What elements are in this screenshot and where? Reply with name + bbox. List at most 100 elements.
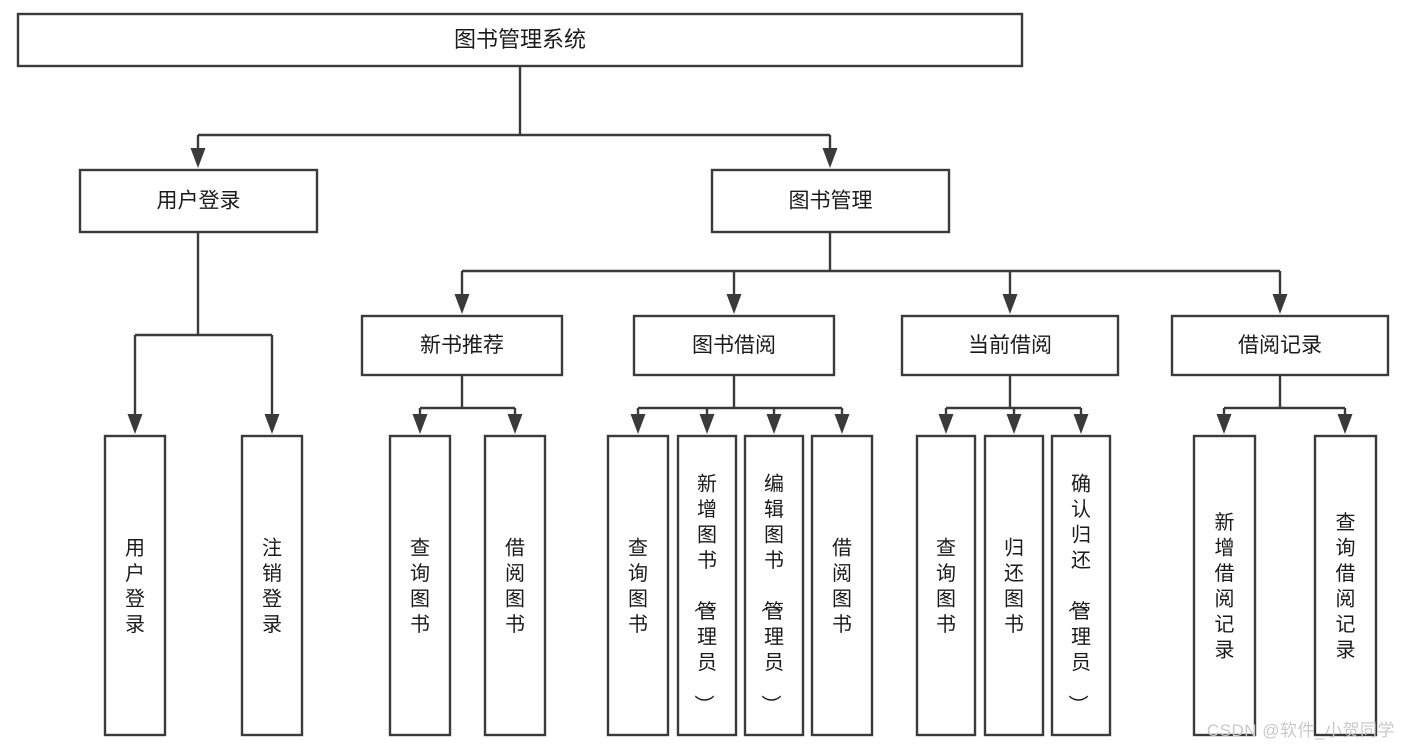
arrow-head-icon (1272, 294, 1288, 314)
leaf-add-book-box[interactable] (676, 434, 738, 737)
leaf-query-borrow-record-node[interactable]: 查询借阅记录 (1313, 434, 1378, 737)
leaf-confirm-return-node[interactable]: 确认归还（管理员） (1050, 434, 1112, 737)
leaf-query-borrow-record-label: 查询借阅记录 (1336, 511, 1356, 662)
leaf-query-book-borrow-node[interactable]: 查询图书 (606, 434, 670, 737)
leaf-query-borrow-record-box[interactable] (1313, 434, 1378, 737)
leaf-return-book-label: 归还图书 (1004, 536, 1024, 636)
arrow-head-icon (190, 148, 206, 168)
leaf-query-book-recommend-box[interactable] (388, 434, 452, 737)
leaf-return-book-box[interactable] (983, 434, 1045, 737)
leaf-query-book-current-node[interactable]: 查询图书 (915, 434, 977, 737)
arrow-head-icon (1073, 414, 1089, 434)
arrow-new-book-recommend-leaf-0 (412, 408, 428, 434)
borrow-record-label: 借阅记录 (1238, 334, 1322, 357)
arrow-borrow-record-leaf-1 (1337, 408, 1353, 434)
leaf-user-login-label: 用户登录 (125, 537, 145, 636)
arrow-head-icon (630, 414, 646, 434)
leaf-query-book-current-box[interactable] (915, 434, 977, 737)
connector-group-borrow-record (1216, 375, 1353, 434)
new-book-recommend-node[interactable]: 新书推荐 (360, 314, 564, 377)
arrow-head-icon (1006, 414, 1022, 434)
leaf-logout-node[interactable]: 注销登录 (240, 434, 304, 737)
leaf-borrow-book-recommend-label: 借阅图书 (505, 536, 525, 636)
arrow-root-child-1 (822, 135, 838, 168)
new-book-recommend-label: 新书推荐 (420, 334, 504, 357)
connector-group-book-borrow (630, 375, 850, 434)
arrow-head-icon (726, 294, 742, 314)
arrow-head-icon (1337, 414, 1353, 434)
arrow-new-book-recommend-leaf-1 (507, 408, 523, 434)
arrow-head-icon (1002, 294, 1018, 314)
borrow-record-node[interactable]: 借阅记录 (1170, 314, 1390, 377)
connector-group-current-borrow (938, 375, 1089, 434)
leaf-add-borrow-record-box[interactable] (1192, 434, 1257, 737)
leaf-add-borrow-record-node[interactable]: 新增借阅记录 (1192, 434, 1257, 737)
arrow-head-icon (412, 414, 428, 434)
connector-root-to-level2 (190, 66, 838, 168)
leaf-borrow-book-box[interactable] (810, 434, 874, 737)
arrow-user-login-leaf-0 (127, 335, 143, 434)
arrow-head-icon (507, 414, 523, 434)
book-management-label: 图书管理 (789, 190, 873, 213)
leaf-edit-book-box[interactable] (743, 434, 805, 737)
leaf-query-book-recommend-node[interactable]: 查询图书 (388, 434, 452, 737)
leaf-query-book-recommend-label: 查询图书 (410, 536, 430, 636)
leaf-query-book-borrow-box[interactable] (606, 434, 670, 737)
arrow-borrow-record-leaf-0 (1216, 408, 1232, 434)
arrow-head-icon (822, 148, 838, 168)
arrow-bookmgmt-child-1 (726, 271, 742, 314)
connector-group-user-login (127, 232, 280, 434)
arrow-head-icon (699, 414, 715, 434)
arrow-head-icon (127, 414, 143, 434)
leaf-edit-book-node[interactable]: 编辑图书（管理员） (743, 434, 805, 737)
leaf-add-book-label: 新增图书（管理员） (692, 473, 717, 715)
connector-bookmanagement-to-level3 (454, 232, 1288, 314)
leaf-add-book-node[interactable]: 新增图书（管理员） (676, 434, 738, 737)
borrow-record-box[interactable] (1170, 314, 1390, 377)
root-node[interactable]: 图书管理系统 (16, 12, 1024, 68)
book-management-box[interactable] (710, 168, 951, 234)
leaf-borrow-book-node[interactable]: 借阅图书 (810, 434, 874, 737)
leaf-query-book-current-label: 查询图书 (936, 536, 956, 636)
leaf-query-book-borrow-label: 查询图书 (628, 536, 648, 636)
connector-group-new-book-recommend (412, 375, 523, 434)
current-borrow-box[interactable] (900, 314, 1120, 377)
leaf-borrow-book-recommend-node[interactable]: 借阅图书 (483, 434, 547, 737)
arrow-root-child-0 (190, 135, 206, 168)
arrow-head-icon (834, 414, 850, 434)
leaf-borrow-book-recommend-box[interactable] (483, 434, 547, 737)
arrow-current-borrow-leaf-1 (1006, 408, 1022, 434)
arrow-head-icon (938, 414, 954, 434)
arrow-head-icon (454, 294, 470, 314)
leaf-edit-book-label: 编辑图书（管理员） (759, 473, 784, 715)
arrow-book-borrow-leaf-3 (834, 408, 850, 434)
book-borrow-box[interactable] (632, 314, 836, 377)
current-borrow-node[interactable]: 当前借阅 (900, 314, 1120, 377)
leaf-confirm-return-label: 确认归还（管理员） (1066, 473, 1091, 715)
leaf-confirm-return-box[interactable] (1050, 434, 1112, 737)
new-book-recommend-box[interactable] (360, 314, 564, 377)
root-box[interactable] (16, 12, 1024, 68)
arrow-current-borrow-leaf-0 (938, 408, 954, 434)
leaf-return-book-node[interactable]: 归还图书 (983, 434, 1045, 737)
arrow-book-borrow-leaf-0 (630, 408, 646, 434)
arrow-bookmgmt-child-2 (1002, 271, 1018, 314)
leaf-user-login-box[interactable] (103, 434, 167, 737)
user-login-node[interactable]: 用户登录 (78, 168, 319, 234)
root-label: 图书管理系统 (454, 27, 586, 52)
arrow-head-icon (766, 414, 782, 434)
leaf-user-login-node[interactable]: 用户登录 (103, 434, 167, 737)
leaf-add-borrow-record-label: 新增借阅记录 (1215, 511, 1235, 662)
book-management-node[interactable]: 图书管理 (710, 168, 951, 234)
arrow-head-icon (1216, 414, 1232, 434)
book-borrow-node[interactable]: 图书借阅 (632, 314, 836, 377)
current-borrow-label: 当前借阅 (968, 334, 1052, 357)
leaf-logout-box[interactable] (240, 434, 304, 737)
user-login-box[interactable] (78, 168, 319, 234)
arrow-bookmgmt-child-3 (1272, 271, 1288, 314)
book-borrow-label: 图书借阅 (692, 334, 776, 357)
user-login-label: 用户登录 (157, 190, 241, 213)
arrow-book-borrow-leaf-1 (699, 408, 715, 434)
